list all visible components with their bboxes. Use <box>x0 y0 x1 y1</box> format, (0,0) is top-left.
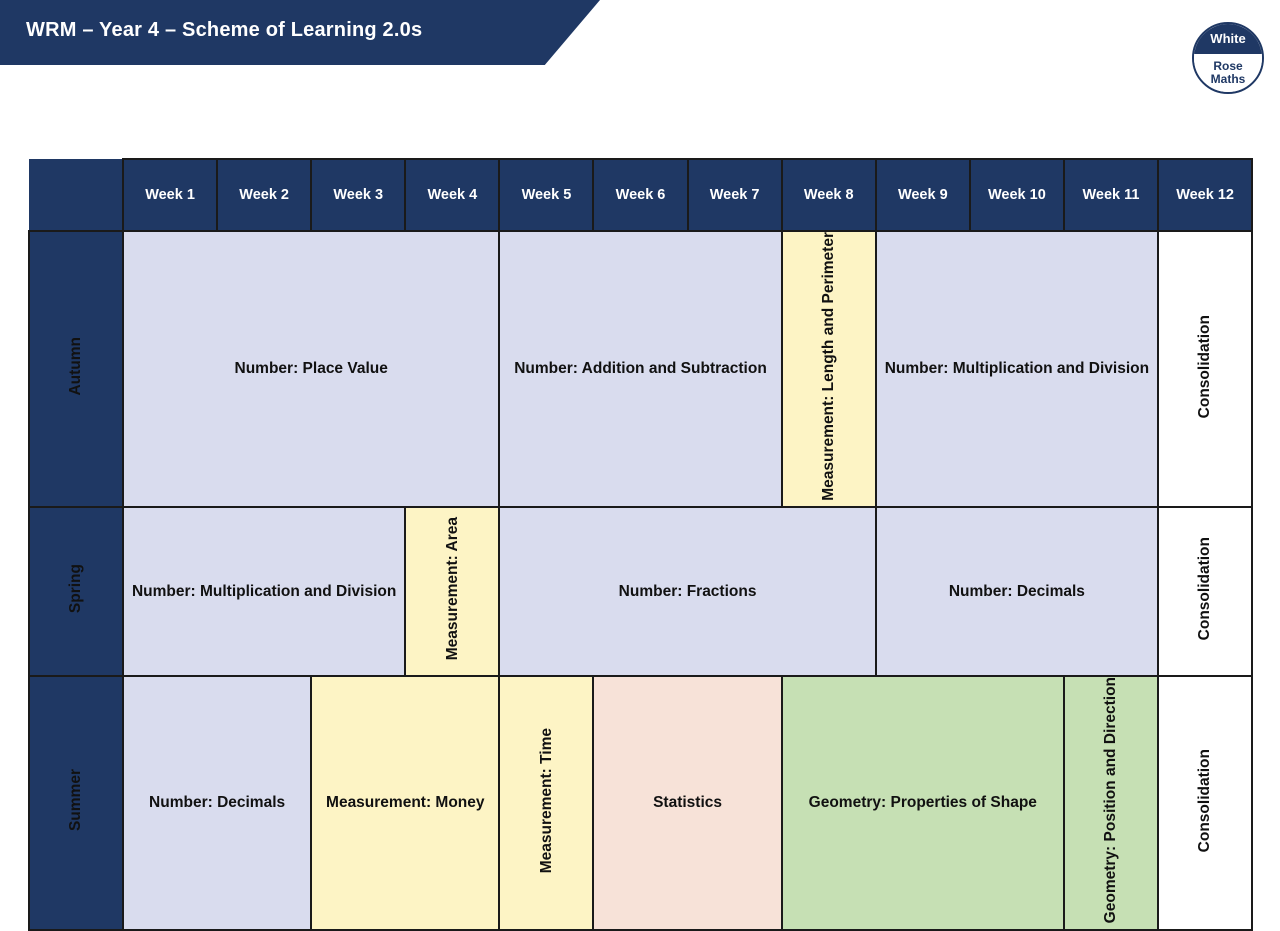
season-label-text: Autumn <box>67 337 85 396</box>
week-header-12: Week 12 <box>1157 158 1254 232</box>
topic-block[interactable]: Measurement: Area <box>404 506 501 678</box>
topic-block[interactable]: Number: Place Value <box>121 229 501 509</box>
week-header-1: Week 1 <box>121 158 219 232</box>
topic-label: Measurement: Area <box>443 517 461 661</box>
week-header-11: Week 11 <box>1062 158 1160 232</box>
topic-block[interactable]: Number: Addition and Subtraction <box>498 229 783 509</box>
topic-label: Measurement: Money <box>326 794 485 812</box>
week-header-8: Week 8 <box>780 158 877 232</box>
topic-block[interactable]: Number: Multiplication and Division <box>874 229 1160 509</box>
topic-block[interactable]: Geometry: Position and Direction <box>1062 675 1160 931</box>
term-row-spring: Spring Number: Multiplication and Divisio… <box>28 506 1254 678</box>
week-header-5: Week 5 <box>498 158 595 232</box>
topic-label: Geometry: Properties of Shape <box>808 794 1037 812</box>
topic-label: Number: Multiplication and Division <box>884 360 1150 378</box>
title-banner <box>0 0 600 65</box>
topic-label: Consolidation <box>1196 748 1214 852</box>
topic-block[interactable]: Number: Multiplication and Division <box>121 506 407 678</box>
topic-label: Number: Decimals <box>948 582 1085 600</box>
season-label-summer: Summer <box>28 675 124 931</box>
topic-label: Consolidation <box>1196 314 1214 419</box>
topic-block[interactable]: Geometry: Properties of Shape <box>780 675 1065 931</box>
topic-block[interactable]: Consolidation <box>1157 506 1254 678</box>
season-label-text: Spring <box>67 564 85 614</box>
logo-text-rose: Rose <box>1213 58 1243 73</box>
topic-label: Consolidation <box>1196 537 1214 641</box>
week-header-10: Week 10 <box>968 158 1065 232</box>
topic-label: Measurement: Length and Perimeter <box>820 232 838 501</box>
logo-text-maths: Maths <box>1210 72 1246 87</box>
season-label-autumn: Autumn <box>28 229 124 509</box>
week-header-9: Week 9 <box>874 158 971 232</box>
week-header-6: Week 6 <box>592 158 689 232</box>
topic-label: Statistics <box>653 794 723 812</box>
term-row-summer: Summer Number: Decimals Measurement: Money… <box>28 675 1254 931</box>
topic-label: Number: Decimals <box>149 794 286 812</box>
topic-block[interactable]: Number: Fractions <box>498 506 877 678</box>
term-row-autumn: Autumn Number: Place Value Number: Additio… <box>28 229 1254 509</box>
topic-block[interactable]: Consolidation <box>1157 675 1254 931</box>
topic-label: Number: Addition and Subtraction <box>514 360 767 378</box>
topic-block[interactable]: Number: Decimals <box>121 675 313 931</box>
table-corner-cell <box>29 159 123 231</box>
topic-label: Number: Place Value <box>234 360 388 378</box>
topic-block[interactable]: Consolidation <box>1157 229 1254 509</box>
logo-top-half: White <box>1194 24 1262 54</box>
topic-block[interactable]: Measurement: Time <box>498 675 595 931</box>
topic-label: Number: Fractions <box>618 582 757 600</box>
topic-block[interactable]: Measurement: Money <box>310 675 501 931</box>
topic-block[interactable]: Number: Decimals <box>874 506 1160 678</box>
logo-text-white: White <box>1210 31 1246 47</box>
week-header-4: Week 4 <box>404 158 501 232</box>
page-title: WRM – Year 4 – Scheme of Learning 2.0s <box>26 19 423 41</box>
topic-label: Measurement: Time <box>537 727 555 873</box>
logo-bottom-half: Rose Maths <box>1194 53 1262 92</box>
topic-label: Number: Multiplication and Division <box>131 582 397 600</box>
week-header-2: Week 2 <box>216 158 313 232</box>
week-header-3: Week 3 <box>310 158 407 232</box>
season-label-text: Summer <box>67 769 85 832</box>
topic-block[interactable]: Measurement: Length and Perimeter <box>780 229 877 509</box>
topic-block[interactable]: Statistics <box>592 675 783 931</box>
week-header-7: Week 7 <box>686 158 783 232</box>
white-rose-maths-logo: White Rose Maths <box>1192 22 1264 94</box>
topic-label: Geometry: Position and Direction <box>1102 677 1120 924</box>
season-label-spring: Spring <box>28 506 124 678</box>
